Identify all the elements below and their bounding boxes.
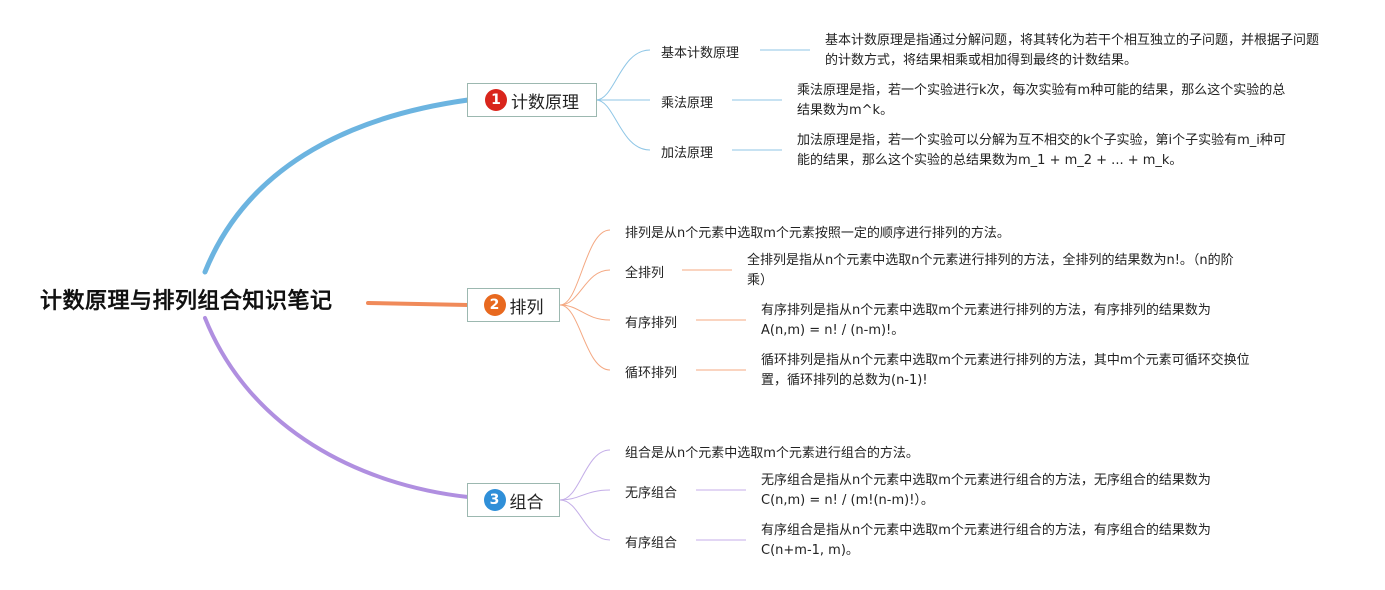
number-badge-1: 1	[485, 89, 507, 111]
topic-addition-principle[interactable]: 加法原理	[661, 146, 714, 161]
branch-node-permutation[interactable]: 2 排列	[467, 288, 560, 322]
topic-multiplication-principle[interactable]: 乘法原理	[661, 96, 714, 111]
branch2-child-lines	[559, 229, 746, 371]
root-topic[interactable]: 计数原理与排列组合知识笔记	[40, 289, 333, 314]
branch3-child-lines	[559, 449, 746, 541]
topic-circular-permutation[interactable]: 循环排列	[625, 366, 678, 381]
topic-full-permutation[interactable]: 全排列	[625, 266, 665, 281]
branch-node-combination[interactable]: 3 组合	[467, 483, 560, 517]
topic-unordered-combination[interactable]: 无序组合	[625, 486, 678, 501]
root-to-branch3-line	[203, 316, 470, 499]
topic-combination-intro[interactable]: 组合是从n个元素中选取m个元素进行组合的方法。	[625, 446, 919, 461]
topic-ordered-permutation[interactable]: 有序排列	[625, 316, 678, 331]
topic-note: 基本计数原理是指通过分解问题，将其转化为若干个相互独立的子问题，并根据子问题的计…	[825, 33, 1320, 68]
branch-node-counting-principle[interactable]: 1 计数原理	[467, 83, 597, 117]
topic-note: 有序组合是指从n个元素中选取m个元素进行组合的方法，有序组合的结果数为C(n+m…	[761, 523, 1211, 558]
number-badge-2: 2	[483, 294, 506, 316]
root-to-branch1-line	[202, 97, 471, 275]
topic-ordered-combination[interactable]: 有序组合	[625, 536, 678, 551]
number-badge-3: 3	[483, 489, 506, 511]
topic-note: 循环排列是指从n个元素中选取m个元素进行排列的方法，其中m个元素可循环交换位置，…	[761, 353, 1250, 388]
topic-note: 加法原理是指，若一个实验可以分解为互不相交的k个子实验，第i个子实验有m_i种可…	[797, 133, 1286, 168]
branch-label: 组合	[509, 492, 544, 513]
topic-note: 无序组合是指从n个元素中选取m个元素进行组合的方法，无序组合的结果数为C(n,m…	[761, 473, 1211, 508]
topic-note: 有序排列是指从n个元素中选取m个元素进行排列的方法，有序排列的结果数为A(n,m…	[761, 303, 1211, 338]
topic-permutation-intro[interactable]: 排列是从n个元素中选取m个元素按照一定的顺序进行排列的方法。	[625, 226, 1010, 241]
branch1-child-lines	[595, 49, 810, 151]
branch-label: 计数原理	[511, 92, 579, 113]
branch-label: 排列	[509, 297, 544, 318]
root-to-branch2-line	[366, 301, 470, 307]
topic-note: 乘法原理是指，若一个实验进行k次，每次实验有m种可能的结果，那么这个实验的总结果…	[797, 83, 1286, 118]
topic-basic-counting-principle[interactable]: 基本计数原理	[661, 46, 740, 61]
topic-note: 全排列是指从n个元素中选取n个元素进行排列的方法，全排列的结果数为n!。（n的阶…	[747, 253, 1234, 288]
